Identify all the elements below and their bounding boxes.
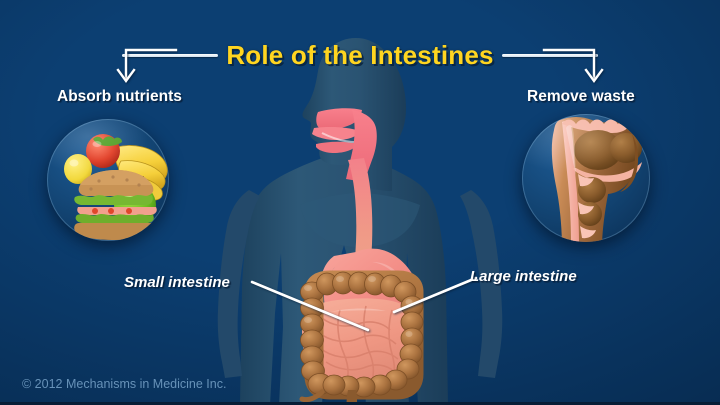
- food-illustration: [64, 134, 168, 240]
- small-intestine: [302, 298, 418, 390]
- food-inset: [47, 119, 169, 241]
- left-caption: Absorb nutrients: [57, 88, 182, 105]
- copyright-notice: © 2012 Mechanisms in Medicine Inc.: [22, 377, 227, 391]
- right-caption: Remove waste: [527, 88, 635, 105]
- waste-inset: [522, 114, 650, 242]
- title-bar: Role of the Intestines: [0, 38, 720, 72]
- colon-cutaway-illustration: [551, 117, 642, 242]
- small-intestine-label: Small intestine: [124, 274, 230, 291]
- small-intestine-leader-line: [250, 280, 370, 332]
- left-arrow-icon: [116, 48, 178, 84]
- right-arrow-icon: [542, 48, 604, 84]
- large-intestine-leader-line: [392, 276, 478, 314]
- title-rule-right: [501, 53, 598, 57]
- large-intestine: [299, 270, 424, 405]
- page-title: Role of the Intestines: [226, 39, 494, 70]
- title-rule-left: [122, 53, 219, 57]
- large-intestine-label: Large intestine: [470, 268, 577, 285]
